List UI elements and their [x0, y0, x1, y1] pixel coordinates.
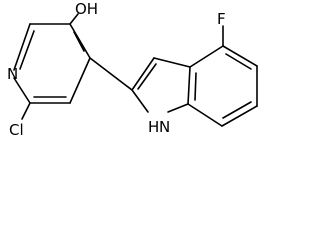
bond [131, 57, 155, 91]
bond [19, 30, 35, 70]
bond [187, 66, 191, 105]
hydroxyl-label: OH [75, 0, 98, 18]
bond [131, 89, 149, 113]
bond [69, 57, 91, 104]
bond [189, 45, 224, 68]
bond [13, 77, 31, 104]
indole-nh-hydrogen-label: H [148, 118, 159, 136]
biaryl-bond [89, 57, 133, 91]
indole-nh-nitrogen-label: N [159, 118, 170, 136]
bond [153, 57, 191, 68]
pyridine-ring [13, 23, 91, 104]
bond [222, 101, 252, 119]
bond [194, 72, 197, 101]
indole-ring [131, 45, 258, 127]
structure-canvas: OH N Cl F H N [7, 0, 258, 139]
bond [225, 53, 252, 70]
bond [73, 31, 85, 52]
bond [137, 63, 157, 90]
bond [187, 103, 223, 127]
bond [222, 45, 258, 67]
bond [69, 23, 91, 59]
chlorine-label: Cl [9, 121, 24, 139]
oh-bond [69, 13, 79, 25]
cl-bond [21, 102, 31, 120]
fluorine-label: F [217, 10, 226, 28]
pyridine-nitrogen-label: N [7, 65, 18, 83]
bond [221, 105, 258, 127]
bond [13, 23, 31, 71]
molecule-drawing: OH N Cl F H N [7, 0, 258, 139]
bond [167, 103, 189, 113]
